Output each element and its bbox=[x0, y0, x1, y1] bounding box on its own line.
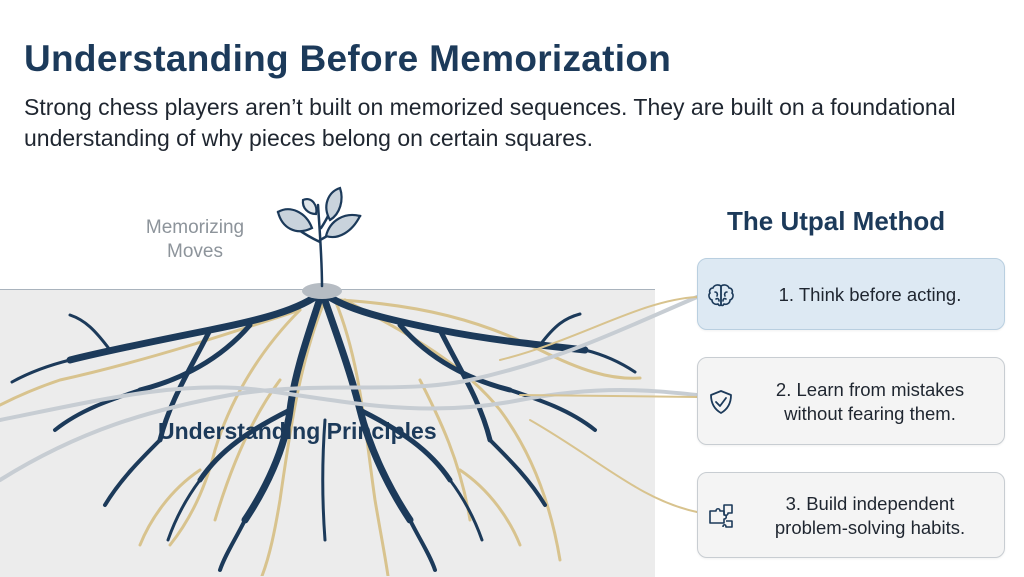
method-step-2-text: 2. Learn from mistakes without fearing t… bbox=[775, 379, 965, 424]
method-step-1-text: 1. Think before acting. bbox=[778, 284, 962, 305]
page-title: Understanding Before Memorization bbox=[24, 38, 672, 79]
sprout-icon bbox=[276, 188, 362, 288]
brain-icon bbox=[706, 280, 736, 310]
shield-check-icon bbox=[706, 387, 736, 417]
method-title: The Utpal Method bbox=[727, 206, 946, 236]
method-step-3-card: 3. Build independent problem-solving hab… bbox=[697, 472, 1005, 558]
method-step-3-text: 3. Build independent problem-solving hab… bbox=[774, 493, 966, 538]
method-step-2-card: 2. Learn from mistakes without fearing t… bbox=[697, 357, 1005, 445]
navy-roots bbox=[10, 288, 637, 572]
soil-mound bbox=[302, 283, 342, 299]
page-subtitle: Strong chess players aren’t built on mem… bbox=[24, 94, 956, 151]
leaf-icons bbox=[276, 186, 362, 239]
understanding-principles-label: Understanding Principles bbox=[158, 418, 437, 444]
puzzle-icon bbox=[706, 501, 736, 531]
connector-lines bbox=[0, 295, 699, 482]
memorizing-moves-label: Memorizing Moves bbox=[145, 217, 245, 262]
method-step-1-card: 1. Think before acting. bbox=[697, 258, 1005, 330]
gold-connectors bbox=[499, 296, 698, 513]
